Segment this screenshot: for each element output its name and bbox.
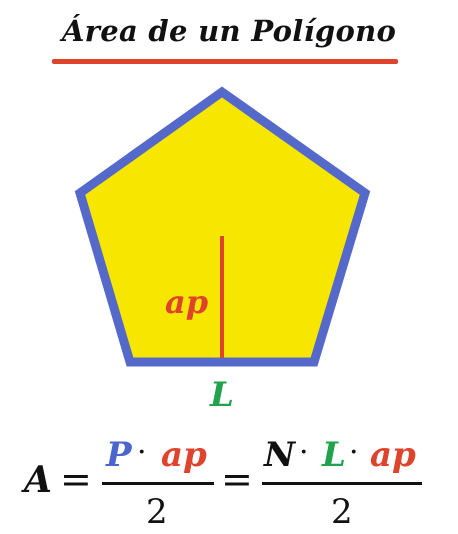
- formula-dot-3: ·: [349, 435, 359, 470]
- formula-apothem-1: ap: [161, 435, 207, 475]
- pentagon-shape: [74, 86, 371, 367]
- formula-equals-2: =: [221, 457, 253, 501]
- formula-denominator-1: 2: [146, 492, 168, 532]
- formula-equals-1: =: [60, 457, 92, 501]
- fraction-bar-1: [102, 482, 214, 485]
- formula-n: N: [263, 435, 297, 475]
- formula-lhs: A: [21, 459, 52, 501]
- fraction-bar-2: [262, 482, 422, 485]
- area-formula: A = P · ap 2 = N · L · ap 2: [21, 435, 422, 532]
- formula-side: L: [321, 435, 346, 475]
- title-underline: [52, 59, 398, 64]
- formula-apothem-2: ap: [370, 435, 416, 475]
- diagram-title: Área de un Polígono: [61, 14, 397, 48]
- formula-denominator-2: 2: [331, 492, 353, 532]
- apothem-label: ap: [165, 283, 208, 321]
- formula-perimeter: P: [105, 435, 133, 475]
- formula-dot-2: ·: [299, 435, 309, 470]
- formula-dot-1: ·: [137, 435, 147, 470]
- side-label: L: [209, 375, 234, 415]
